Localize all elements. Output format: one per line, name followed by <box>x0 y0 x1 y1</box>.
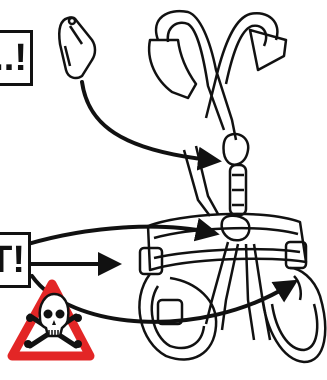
arrow-callout-to-belt-ring <box>28 227 208 244</box>
callout-box-middle: T! <box>0 232 31 288</box>
callout-middle-text: T! <box>0 241 25 279</box>
callout-top-text: ..! <box>0 39 27 77</box>
carabiner-icon <box>59 17 95 78</box>
skull-crossbones-warning-icon <box>12 284 90 356</box>
arrows <box>28 82 288 322</box>
callout-box-top: ..! <box>0 30 33 86</box>
